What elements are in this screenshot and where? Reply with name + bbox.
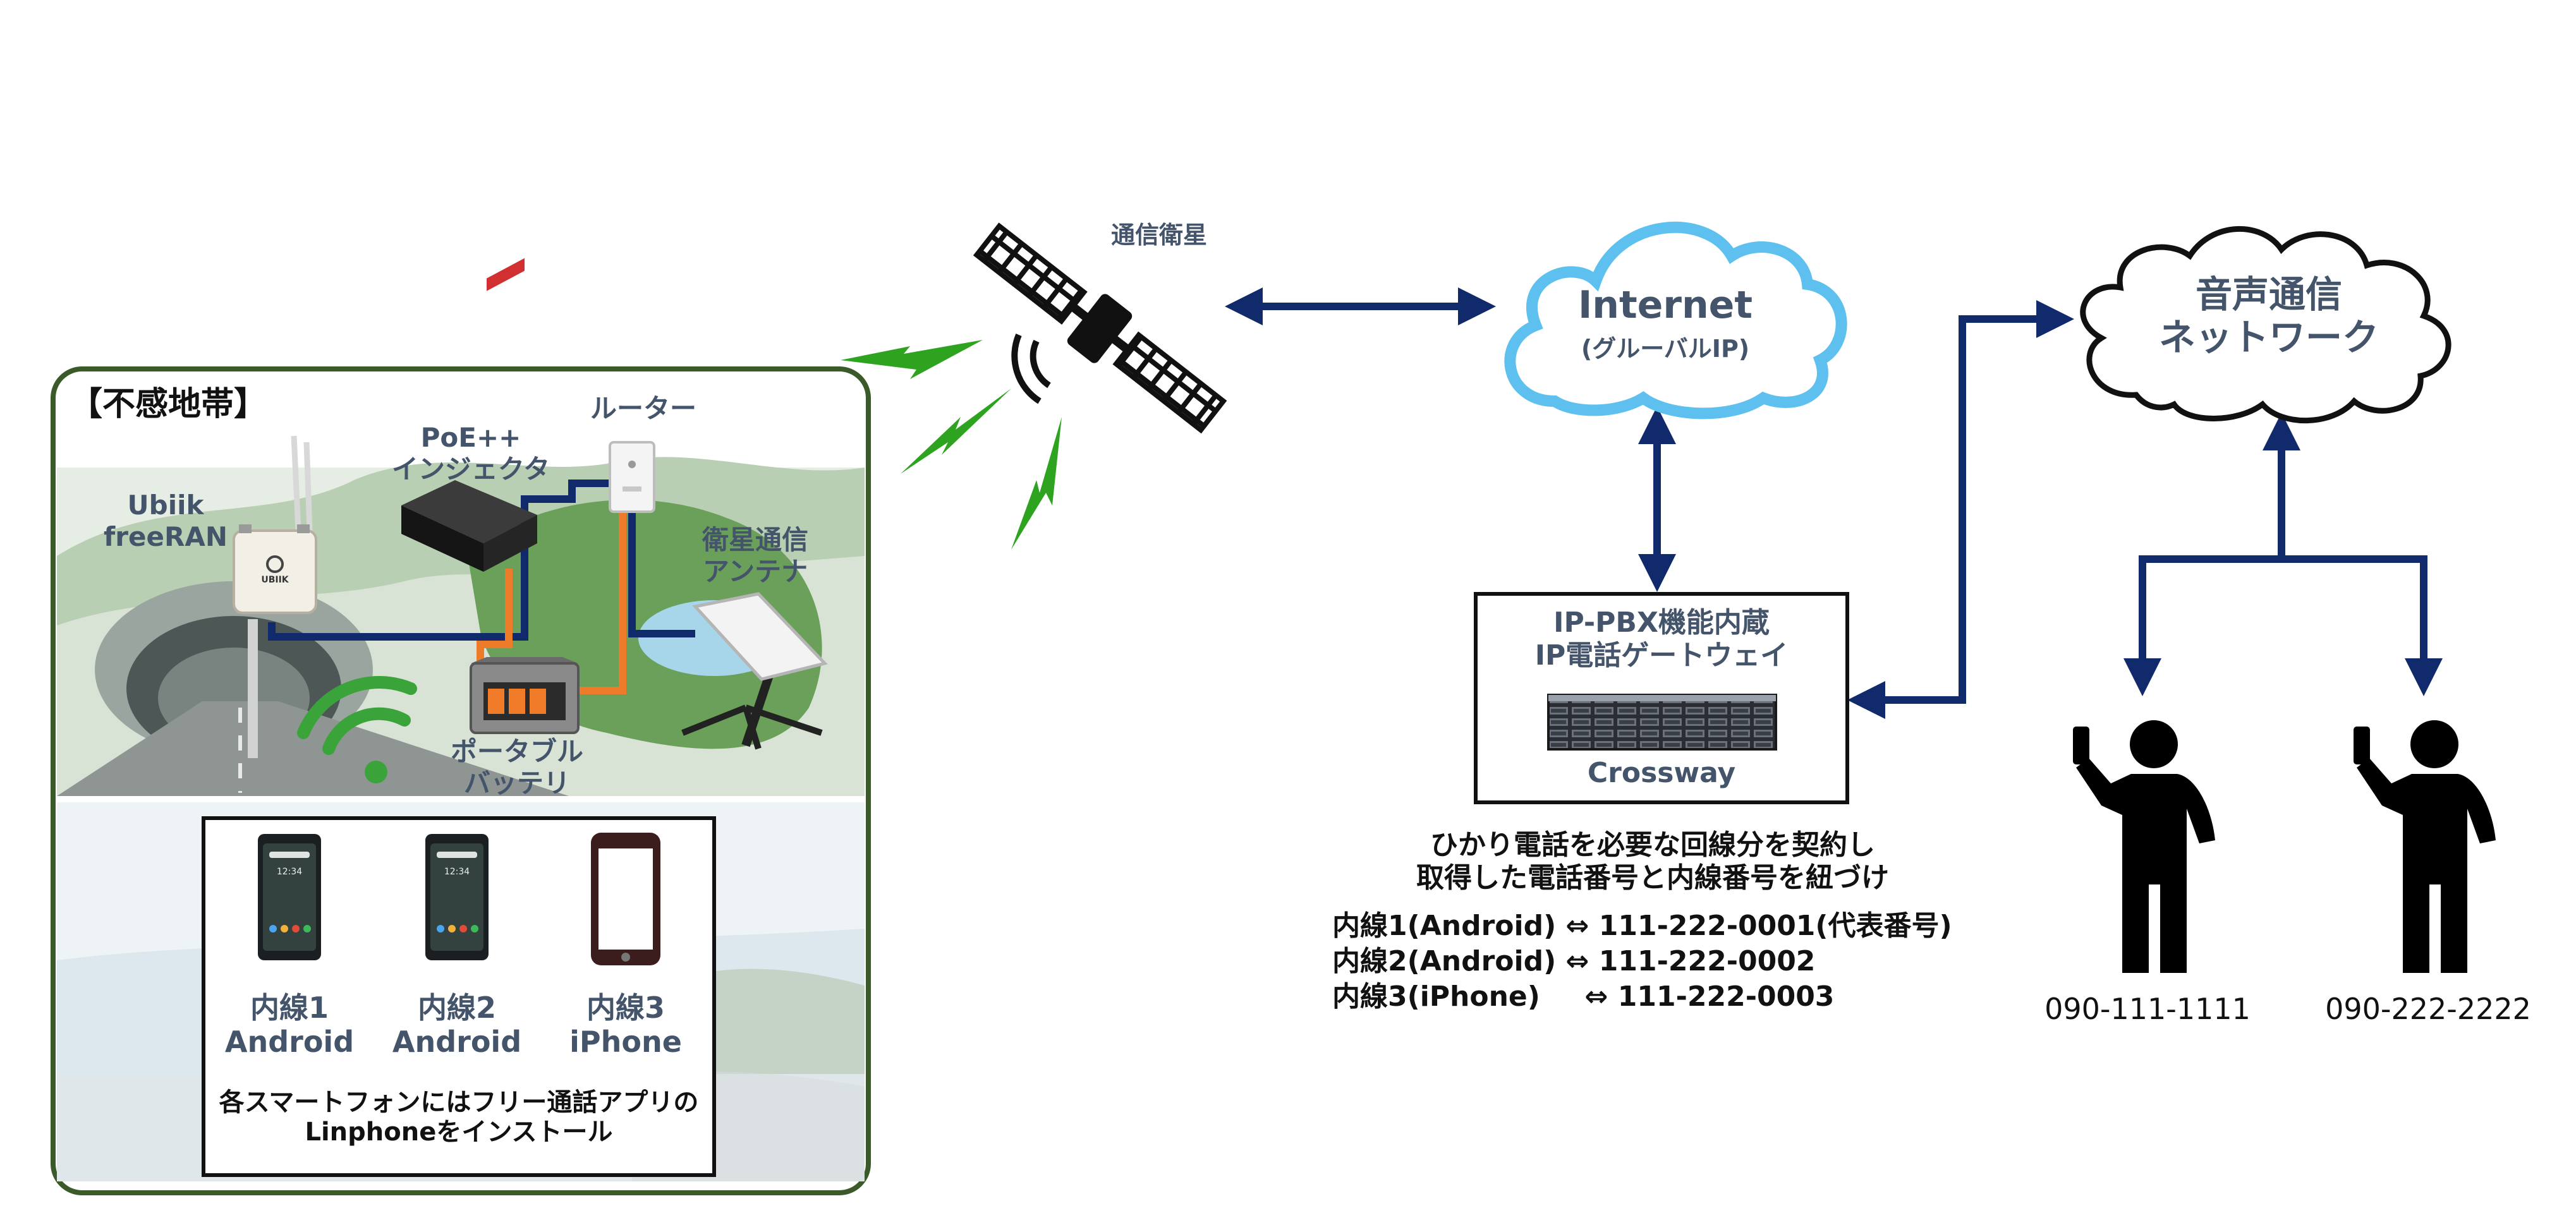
phone-2-clock: 12:34 [444, 867, 470, 877]
freeran-logo-text: UBIIK [261, 575, 289, 585]
battery-label-line-2: バッテリ [463, 767, 571, 799]
extension-2-line: 内線2 [417, 991, 497, 1025]
mapping-2-ext: 内線2(Android) [1332, 945, 1557, 977]
android-phone-1 [258, 834, 321, 960]
mapping-2-symbol: ⇔ [1565, 945, 1589, 977]
caller-2-number: 090-222-2222 [2325, 992, 2531, 1026]
voice-network-line-2: ネットワーク [2158, 316, 2379, 359]
caller-1-number: 090-111-1111 [2044, 992, 2251, 1026]
contract-heading: ひかり電話を必要な回線分を契約し 取得した電話番号と内線番号を紐づけ [1416, 829, 1889, 895]
extension-2-label: 内線2 Android [392, 991, 521, 1059]
satellite-icon [973, 222, 1227, 434]
contract-heading-line-1: ひかり電話を必要な回線分を契約し [1430, 829, 1875, 861]
poe-label-line-1: PoE++ [420, 422, 521, 453]
lightning-icons [841, 340, 1062, 550]
battery-label: ポータブル バッテリ [451, 736, 583, 799]
wifi-icon [297, 676, 417, 783]
internet-title: Internet [1577, 283, 1753, 327]
dead-zone-panel [51, 258, 871, 1195]
extension-3-os: iPhone [569, 1025, 682, 1059]
gateway-title-line-1: IP-PBX機能内蔵 [1553, 606, 1770, 639]
mapping-row-1: 内線1(Android) ⇔ 111-222-0001(代表番号) [1332, 910, 1952, 943]
dead-zone-title: 【不感地帯】 [70, 385, 267, 423]
gateway-title: IP-PBX機能内蔵 IP電話ゲートウェイ [1535, 606, 1789, 672]
freeran-label-line-1: Ubiik [127, 490, 204, 521]
install-note-line-2: Linphoneをインストール [305, 1118, 613, 1147]
voice-network-cloud [2080, 226, 2451, 424]
android-phone-2 [425, 834, 489, 960]
poe-injector [401, 258, 537, 572]
satellite-label: 通信衛星 [1111, 221, 1208, 249]
router-device [609, 441, 655, 513]
extension-3-label: 内線3 iPhone [569, 991, 682, 1059]
mapping-3-ext: 内線3(iPhone) [1332, 981, 1540, 1013]
freeran-device [233, 435, 317, 758]
extension-3-line: 内線3 [586, 991, 665, 1025]
portable-battery [470, 657, 580, 734]
extension-1-label: 内線1 Android [225, 991, 354, 1059]
install-note-line-1: 各スマートフォンにはフリー通話アプリの [219, 1088, 699, 1117]
gateway-title-line-2: IP電話ゲートウェイ [1534, 639, 1789, 672]
extension-1-os: Android [224, 1025, 355, 1059]
antenna-label-line-2: アンテナ [702, 555, 808, 587]
extension-1-line: 内線1 [250, 991, 329, 1025]
mapping-2-number: 111-222-0002 [1598, 945, 1816, 977]
antenna-label: 衛星通信 アンテナ [702, 524, 808, 587]
iphone [591, 833, 660, 965]
mapping-1-number: 111-222-0001(代表番号) [1598, 910, 1952, 942]
contract-heading-line-2: 取得した電話番号と内線番号を紐づけ [1416, 861, 1889, 894]
battery-label-line-1: ポータブル [450, 736, 584, 767]
mapping-3-symbol: ⇔ [1584, 981, 1608, 1013]
gateway-product: Crossway [1587, 757, 1736, 789]
freeran-label-line-2: freeRAN [104, 521, 228, 552]
caller-person-2 [2354, 720, 2496, 973]
internet-cloud [1504, 221, 1847, 419]
satellite-dish [681, 592, 828, 750]
poe-injector-label: PoE++ インジェクタ [392, 422, 550, 485]
voice-network-line-1: 音声通信 [2195, 273, 2343, 316]
connection-arrows [1225, 287, 2443, 719]
mapping-row-3: 内線3(iPhone) ⇔ 111-222-0003 [1332, 981, 1834, 1013]
antenna-label-line-1: 衛星通信 [702, 524, 809, 555]
install-note: 各スマートフォンにはフリー通話アプリの Linphoneをインストール [219, 1088, 699, 1147]
mapping-row-2: 内線2(Android) ⇔ 111-222-0002 [1332, 945, 1815, 978]
internet-subtitle: (グルーバルIP) [1581, 335, 1750, 363]
extension-2-os: Android [392, 1025, 522, 1059]
mapping-1-symbol: ⇔ [1565, 910, 1589, 942]
gateway-box [1474, 592, 1849, 804]
voice-network-title: 音声通信 ネットワーク [2159, 273, 2379, 359]
router-label: ルーター [590, 393, 697, 424]
mapping-1-ext: 内線1(Android) [1332, 910, 1557, 942]
phone-1-clock: 12:34 [276, 867, 303, 877]
mapping-3-number: 111-222-0003 [1617, 981, 1835, 1013]
caller-person-1 [2073, 720, 2215, 973]
poe-label-line-2: インジェクタ [391, 453, 550, 485]
freeran-label: Ubiik freeRAN [104, 490, 228, 552]
